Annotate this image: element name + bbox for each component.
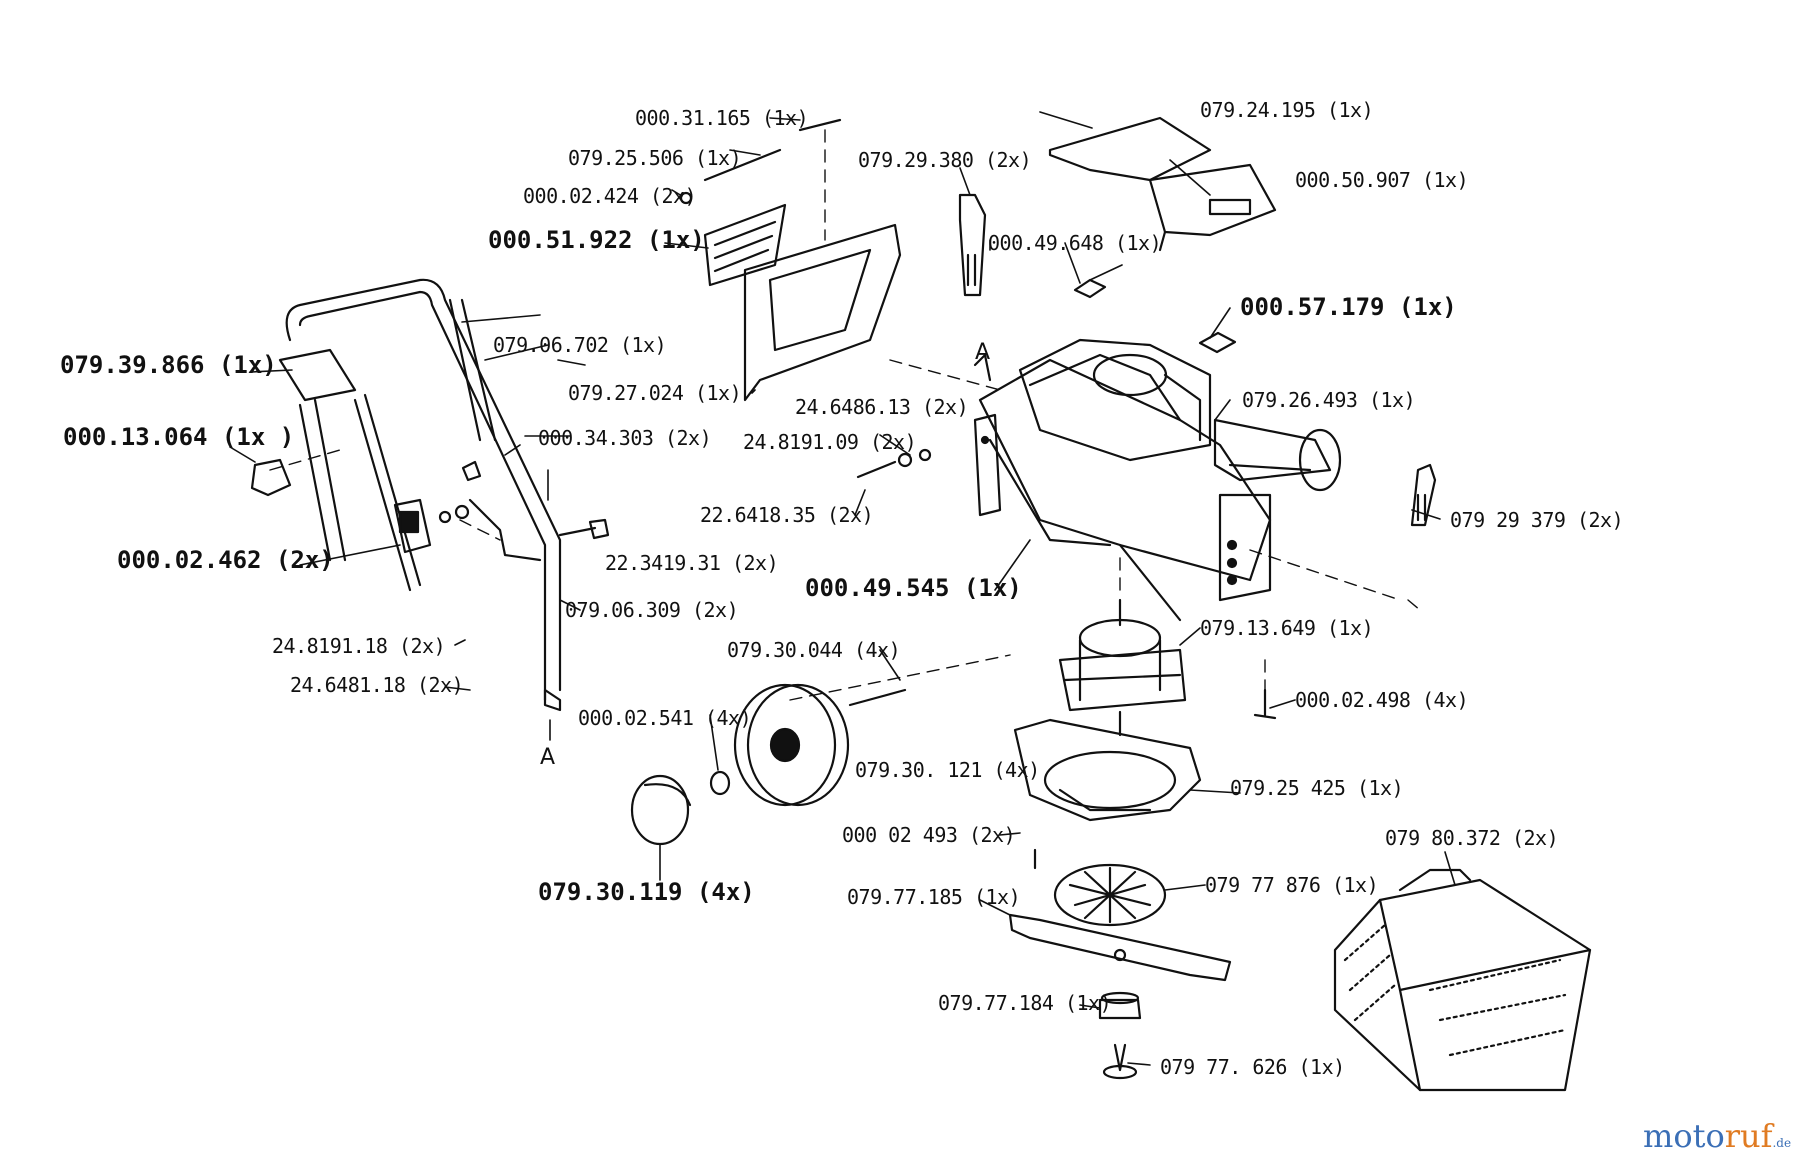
washer-icon bbox=[438, 510, 452, 524]
part-label: 24.6486.13 (2x) bbox=[795, 395, 969, 419]
part-label: 000.02.462 (2x) bbox=[117, 546, 334, 574]
cutting-blade-icon bbox=[1008, 913, 1232, 982]
part-label: 079.24.195 (1x) bbox=[1200, 98, 1374, 122]
cable-holder-icon bbox=[393, 498, 432, 554]
part-label: 079.06.702 (1x) bbox=[493, 333, 667, 357]
seal-right-icon bbox=[1198, 331, 1237, 354]
part-label: 079.26.493 (1x) bbox=[1242, 388, 1416, 412]
part-label: 000.49.545 (1x) bbox=[805, 574, 1022, 602]
part-label: 24.8191.18 (2x) bbox=[272, 634, 446, 658]
axle-washer-icon bbox=[918, 448, 932, 462]
part-label: 079.25.506 (1x) bbox=[568, 146, 742, 170]
hubcap-icon bbox=[630, 774, 692, 846]
part-label: 079.30. 121 (4x) bbox=[855, 758, 1040, 782]
side-plate-icon bbox=[973, 413, 1002, 517]
axle-bolt-icon bbox=[856, 460, 897, 479]
watermark-part1: moto bbox=[1643, 1117, 1725, 1155]
part-label: 000.02.498 (4x) bbox=[1295, 688, 1469, 712]
part-label: 000.50.907 (1x) bbox=[1295, 168, 1469, 192]
handle-bolt-icon bbox=[558, 526, 597, 537]
watermark: motoruf.de bbox=[1643, 1120, 1791, 1152]
part-label: 079 29 379 (2x) bbox=[1450, 508, 1624, 532]
watermark-part3: .de bbox=[1772, 1136, 1792, 1150]
part-label: 079.06.309 (2x) bbox=[565, 598, 739, 622]
part-label: 000.13.064 (1x ) bbox=[63, 423, 295, 451]
part-label: 000.57.179 (1x) bbox=[1240, 293, 1457, 321]
fan-impeller-icon bbox=[1053, 863, 1167, 927]
part-label: 22.6418.35 (2x) bbox=[700, 503, 874, 527]
part-label: 000.31.165 (1x) bbox=[635, 106, 809, 130]
marker-a-handle: A bbox=[540, 745, 556, 770]
part-label: 000.49.648 (1x) bbox=[988, 231, 1162, 255]
leader-lines bbox=[229, 111, 1456, 1066]
part-label: 24.8191.09 (2x) bbox=[743, 430, 917, 454]
flap-cover-icon bbox=[703, 203, 787, 287]
part-label: 000.02.424 (2x) bbox=[523, 184, 697, 208]
motor-housing-icon bbox=[1018, 338, 1212, 462]
part-label: 079.27.024 (1x) bbox=[568, 381, 742, 405]
grass-catcher-icon bbox=[1333, 868, 1592, 1092]
part-label: 079.77.184 (1x) bbox=[938, 991, 1112, 1015]
handle-bracket-icon bbox=[1213, 418, 1342, 492]
motor-cover-icon bbox=[1048, 116, 1277, 252]
handle-knob-icon bbox=[461, 460, 482, 482]
axle-icon bbox=[848, 688, 907, 707]
bracket-right-icon bbox=[1218, 493, 1272, 602]
part-label: 079.13.649 (1x) bbox=[1200, 616, 1374, 640]
part-label: 079 80.372 (2x) bbox=[1385, 826, 1559, 850]
part-label: 079.39.866 (1x) bbox=[60, 351, 277, 379]
part-label: 079.25 425 (1x) bbox=[1230, 776, 1404, 800]
height-adjuster-icon bbox=[958, 193, 987, 297]
assembly-dashed-lines bbox=[269, 129, 1421, 701]
seal-icon bbox=[1073, 278, 1107, 299]
watermark-part2: ruf bbox=[1724, 1117, 1773, 1155]
blade-adapter-icon bbox=[1098, 991, 1142, 1020]
part-label: 079.30.119 (4x) bbox=[538, 878, 755, 906]
rod-washer-icon bbox=[679, 191, 693, 205]
spring-icon bbox=[798, 118, 842, 132]
rear-flap-icon bbox=[743, 223, 902, 402]
part-label: 079.29.380 (2x) bbox=[858, 148, 1032, 172]
part-label: 000.02.541 (4x) bbox=[578, 706, 752, 730]
wheel-washer-icon bbox=[709, 770, 731, 796]
part-label: 22.3419.31 (2x) bbox=[605, 551, 779, 575]
motor-icon bbox=[1058, 598, 1187, 737]
blade-guard-icon bbox=[1013, 718, 1202, 822]
flap-rod-icon bbox=[703, 148, 782, 182]
part-label: 079.77.185 (1x) bbox=[847, 885, 1021, 909]
cable-clip-icon bbox=[250, 458, 292, 497]
part-label: 079 77. 626 (1x) bbox=[1160, 1055, 1345, 1079]
lock-nut-icon bbox=[454, 504, 470, 520]
handle-assembly bbox=[278, 278, 562, 712]
part-label: 24.6481.18 (2x) bbox=[290, 673, 464, 697]
height-adjuster-right-icon bbox=[1410, 463, 1437, 527]
part-label: 000.34.303 (2x) bbox=[538, 426, 712, 450]
part-label: 079.30.044 (4x) bbox=[727, 638, 901, 662]
part-label: 000.51.922 (1x) bbox=[488, 226, 705, 254]
motor-screw-icon bbox=[1253, 688, 1277, 720]
wheel-icon bbox=[733, 683, 850, 807]
part-label: 079 77 876 (1x) bbox=[1205, 873, 1379, 897]
axle-nut-icon bbox=[897, 452, 913, 468]
blade-bolt-icon bbox=[1102, 1043, 1138, 1080]
part-label: 000 02 493 (2x) bbox=[842, 823, 1016, 847]
marker-a-deck: A bbox=[975, 340, 991, 365]
deck-bolt-icon bbox=[973, 353, 992, 382]
switch-box-icon bbox=[278, 348, 357, 402]
